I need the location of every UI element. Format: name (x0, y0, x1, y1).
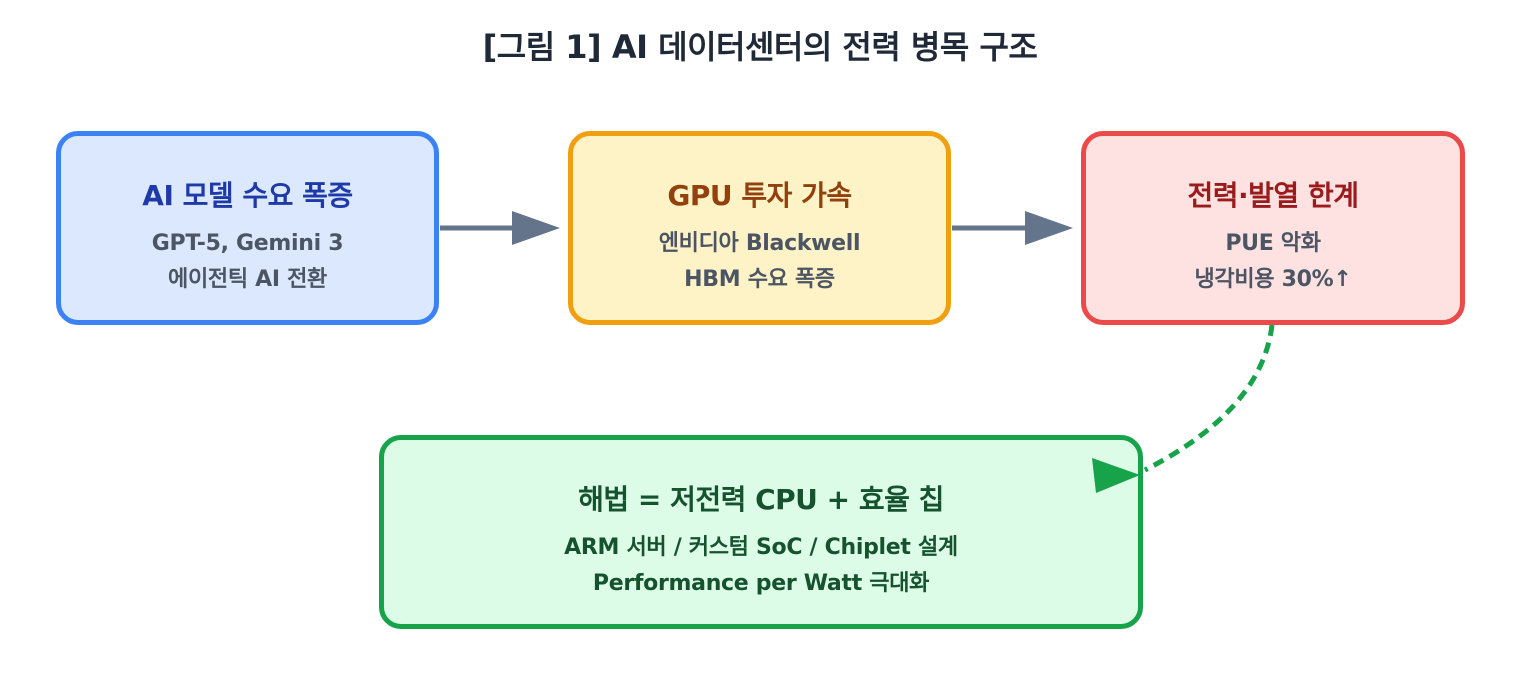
box-power-heat-limit-heading: 전력·발열 한계 (1187, 179, 1359, 212)
diagram-title: [그림 1] AI 데이터센터의 전력 병목 구조 (482, 28, 1038, 66)
box-power-heat-limit-line-2: 냉각비용 30%↑ (1194, 267, 1352, 292)
box-gpu-investment-heading: GPU 투자 가속 (667, 179, 852, 212)
box-solution-heading: 해법 = 저전력 CPU + 효율 칩 (578, 483, 944, 516)
arrow-gpu-to-power-head (1025, 211, 1073, 245)
box-solution-line-1: ARM 서버 / 커스텀 SoC / Chiplet 설계 (564, 535, 958, 560)
box-ai-model-demand-heading: AI 모델 수요 폭증 (142, 179, 353, 212)
box-ai-model-demand: AI 모델 수요 폭증 GPT-5, Gemini 3 에이전틱 AI 전환 (56, 131, 439, 325)
box-solution: 해법 = 저전력 CPU + 효율 칩 ARM 서버 / 커스텀 SoC / C… (379, 435, 1143, 629)
box-power-heat-limit: 전력·발열 한계 PUE 악화 냉각비용 30%↑ (1081, 131, 1465, 325)
box-ai-model-demand-line-2: 에이전틱 AI 전환 (168, 267, 327, 292)
arrow-power-to-solution-curve (1143, 324, 1275, 473)
box-ai-model-demand-line-1: GPT-5, Gemini 3 (151, 231, 344, 256)
box-gpu-investment: GPU 투자 가속 엔비디아 Blackwell HBM 수요 폭증 (568, 131, 951, 325)
arrow-gpu-to-power (952, 211, 1073, 245)
box-gpu-investment-line-2: HBM 수요 폭증 (684, 267, 835, 292)
arrow-demand-to-gpu-head (512, 211, 560, 245)
arrow-demand-to-gpu (440, 211, 560, 245)
box-gpu-investment-line-1: 엔비디아 Blackwell (658, 231, 861, 256)
box-solution-line-2: Performance per Watt 극대화 (592, 571, 930, 596)
box-power-heat-limit-line-1: PUE 악화 (1225, 231, 1321, 256)
